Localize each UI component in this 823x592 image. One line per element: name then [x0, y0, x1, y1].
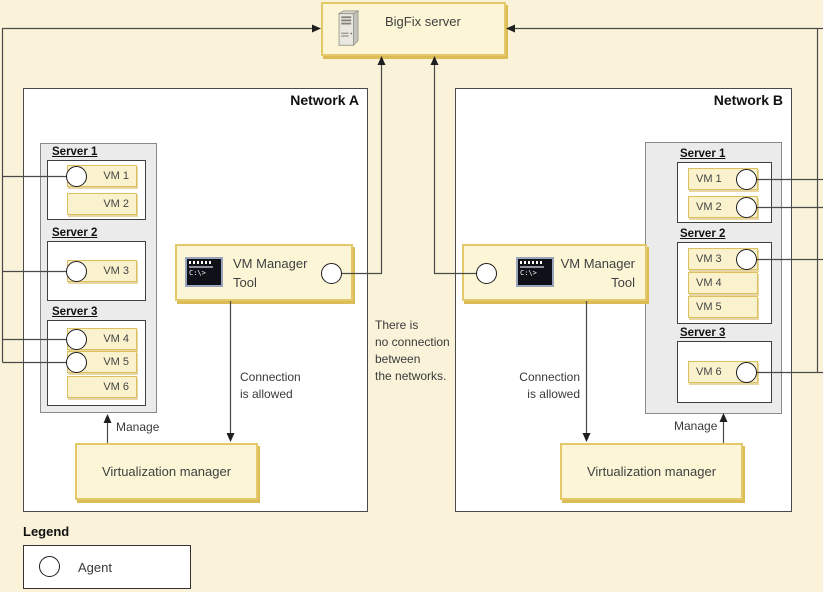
agent-icon	[39, 556, 60, 577]
arrowhead-into-bigfix-left	[312, 24, 321, 33]
arrowhead-into-bigfix-right	[506, 24, 515, 33]
bigfix-server-box: BigFix server	[321, 2, 506, 56]
arrowhead-up-bigfix-b	[430, 56, 439, 65]
bigfix-server-label: BigFix server	[385, 14, 461, 29]
terminal-titlebar	[189, 261, 211, 264]
agent-icon	[66, 261, 87, 282]
network-a-server-3-label: Server 3	[52, 306, 98, 318]
agent-icon	[66, 166, 87, 187]
vm-manager-tool-label: VM Manager Tool	[233, 256, 308, 290]
network-b-label: Network B	[713, 92, 783, 108]
network-a-virtualization-manager-box: Virtualization manager	[75, 443, 258, 500]
network-b-server-3-label: Server 3	[680, 327, 726, 339]
server-tower-icon	[337, 10, 360, 47]
connection-allowed-label-a: Connection is allowed	[240, 370, 301, 401]
virtualization-manager-label: Virtualization manager	[586, 464, 717, 479]
network-a-vm-2-box: VM 2	[67, 193, 137, 215]
manage-label-a: Manage	[116, 420, 160, 434]
terminal-bar	[520, 266, 544, 268]
network-b-virtualization-manager-box: Virtualization manager	[560, 443, 743, 500]
arrowhead-up-bigfix-a	[377, 56, 386, 65]
legend-agent-label: Agent	[78, 560, 112, 575]
network-b-vm-5-box: VM 5	[688, 296, 758, 318]
network-b-server-1-label: Server 1	[680, 148, 726, 160]
virtualization-manager-label: Virtualization manager	[101, 464, 232, 479]
agent-icon	[66, 329, 87, 350]
no-connection-note: There is no connection between the netwo…	[375, 318, 450, 383]
network-a-vm-6-box: VM 6	[67, 376, 137, 398]
terminal-bar	[189, 266, 213, 268]
vm-manager-tool-label: VM Manager Tool	[560, 256, 635, 290]
legend-title: Legend	[23, 524, 70, 539]
network-b-vm-4-box: VM 4	[688, 272, 758, 294]
agent-icon	[321, 263, 342, 284]
network-a-server-2-label: Server 2	[52, 227, 98, 239]
agent-icon	[736, 197, 757, 218]
agent-icon	[476, 263, 497, 284]
manage-label-b: Manage	[674, 419, 718, 433]
agent-icon	[66, 352, 87, 373]
terminal-icon: C:\>	[185, 257, 223, 287]
network-b-server-2-label: Server 2	[680, 228, 726, 240]
terminal-icon: C:\>	[516, 257, 554, 287]
connection-allowed-label-b: Connection is allowed	[519, 370, 580, 401]
agent-icon	[736, 169, 757, 190]
network-a-label: Network A	[290, 92, 359, 108]
network-a-server-1-label: Server 1	[52, 146, 98, 158]
agent-icon	[736, 249, 757, 270]
agent-icon	[736, 362, 757, 383]
terminal-prompt: C:\>	[189, 269, 206, 277]
terminal-titlebar	[520, 261, 542, 264]
terminal-prompt: C:\>	[520, 269, 537, 277]
